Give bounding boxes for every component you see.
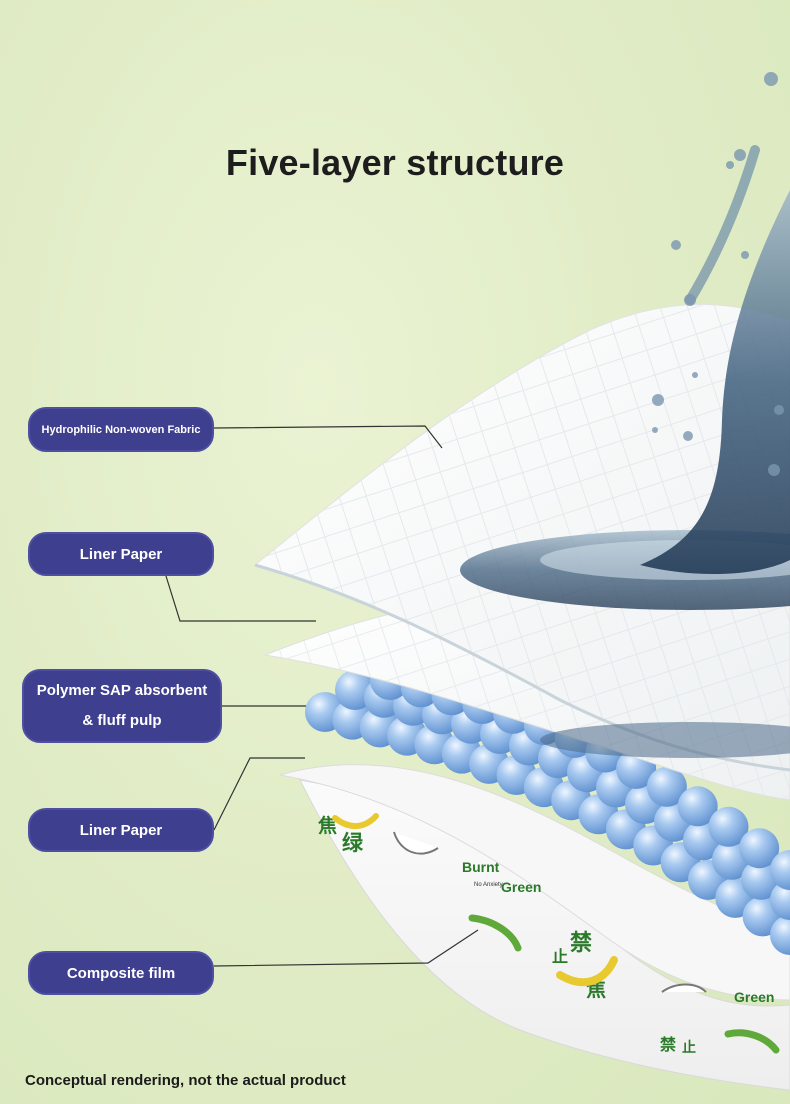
sap-bead [770, 850, 790, 890]
print-burnt: Burnt [462, 859, 500, 875]
label-text: Liner Paper [79, 545, 163, 563]
water-splash [460, 72, 790, 758]
label-liner-paper-bottom: Liner Paper [28, 808, 214, 852]
label-text-line-1: Polymer SAP absorbent [36, 682, 208, 699]
leader-line-5 [213, 929, 479, 967]
label-liner-paper-top: Liner Paper [28, 532, 214, 576]
sap-bead [770, 880, 790, 920]
print-green-right: Green [734, 989, 774, 1005]
label-text: Composite film [66, 964, 176, 982]
sap-bead [708, 806, 749, 847]
print-green: Green [501, 879, 541, 895]
leader-line-2 [165, 575, 316, 622]
banana-icon [468, 914, 522, 952]
banana-icon [393, 831, 439, 855]
sap-bead [770, 915, 790, 955]
print-chinese-4: 止 [552, 947, 568, 966]
liner-paper-lower-layer [279, 764, 790, 1001]
label-text: Hydrophilic Non-woven Fabric [41, 423, 201, 436]
banana-icon [556, 956, 618, 987]
label-text-line-2: & fluff pulp [82, 712, 162, 729]
banana-icon [724, 1029, 780, 1054]
disclaimer-footnote: Conceptual rendering, not the actual pro… [25, 1072, 346, 1089]
banana-icon [332, 813, 379, 829]
print-chinese-6: 禁 [660, 1036, 676, 1054]
sap-bead [677, 786, 718, 827]
print-chinese-3: 禁 [570, 930, 592, 955]
print-no-anxiety: No Anxiety [474, 882, 503, 888]
print-chinese-2: 绿 [342, 831, 364, 855]
label-text: Liner Paper [79, 821, 163, 839]
sap-bead [646, 766, 687, 807]
label-polymer-sap: Polymer SAP absorbent & fluff pulp [22, 669, 222, 743]
leader-line-4 [213, 757, 305, 831]
print-chinese-7: 止 [682, 1039, 696, 1055]
label-hydrophilic-nonwoven: Hydrophilic Non-woven Fabric [28, 407, 214, 452]
print-chinese-1: 焦 [317, 814, 337, 837]
label-composite-film: Composite film [28, 951, 214, 995]
leader-line-1 [213, 425, 443, 449]
film-print: 焦 绿 Burnt Green No Anxiety Green 禁 止 焦 禁… [317, 813, 780, 1055]
leader-lines [165, 425, 479, 967]
sap-bead [739, 828, 780, 869]
banana-icon [661, 983, 707, 993]
page-title: Five-layer structure [225, 142, 565, 183]
